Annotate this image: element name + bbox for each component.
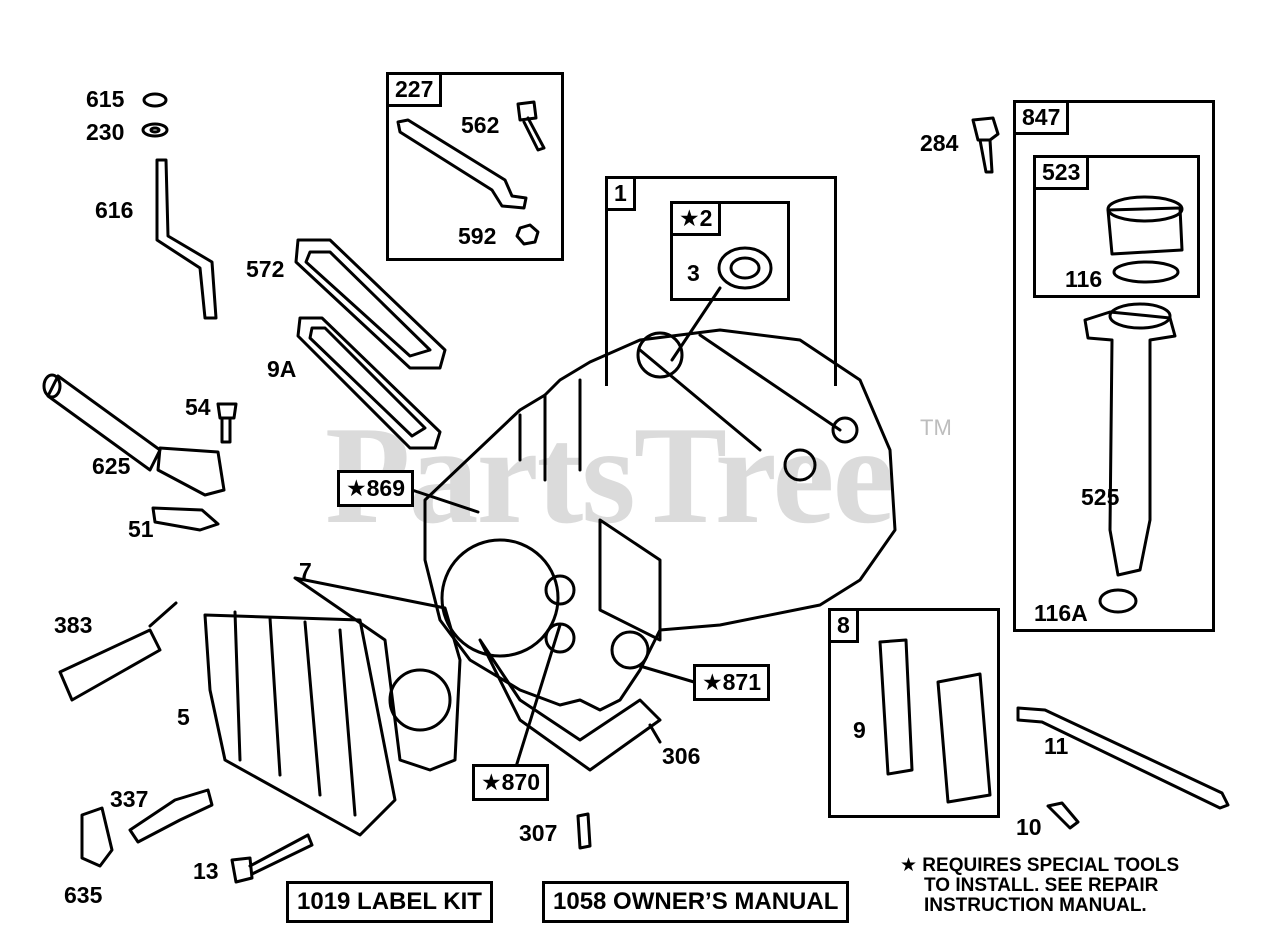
part-3-seal bbox=[717, 246, 773, 290]
part-227-bracket bbox=[396, 118, 528, 210]
part-284-plug bbox=[971, 116, 1000, 174]
part-7-gasket bbox=[293, 576, 462, 772]
part-625-tube bbox=[46, 374, 162, 472]
box-1-frame bbox=[605, 176, 837, 386]
box-2-frame bbox=[670, 201, 790, 301]
part-116-oring bbox=[1112, 260, 1180, 284]
label-616: 616 bbox=[95, 197, 134, 223]
label-5: 5 bbox=[177, 704, 190, 730]
box-227-frame bbox=[386, 72, 564, 261]
box-1-label: 1 bbox=[605, 176, 636, 211]
part-306-plate bbox=[478, 638, 662, 772]
label-337: 337 bbox=[110, 786, 149, 812]
box-847-frame bbox=[1013, 100, 1215, 632]
label-10: 10 bbox=[1016, 814, 1042, 840]
label-592: 592 bbox=[458, 223, 497, 249]
label-525: 525 bbox=[1081, 484, 1120, 510]
label-116: 116 bbox=[1065, 266, 1103, 292]
part-307-screw bbox=[576, 812, 592, 850]
part-615-nut bbox=[142, 92, 168, 108]
label-9A: 9A bbox=[267, 356, 297, 382]
box-8-label: 8 bbox=[828, 608, 859, 643]
label-54: 54 bbox=[185, 394, 211, 420]
part-9-gasket bbox=[878, 638, 914, 776]
part-572-plate bbox=[294, 238, 447, 370]
part-592-nut bbox=[515, 223, 540, 246]
label-562: 562 bbox=[461, 112, 500, 138]
tag-870: ★870 bbox=[472, 764, 549, 801]
label-383: 383 bbox=[54, 612, 93, 638]
label-11: 11 bbox=[1044, 733, 1069, 759]
part-562-screw bbox=[516, 100, 546, 152]
special-tools-note: ★ REQUIRES SPECIAL TOOLS TO INSTALL. SEE… bbox=[900, 856, 1179, 916]
note-line-2: TO INSTALL. SEE REPAIR bbox=[924, 875, 1159, 896]
box-8-frame bbox=[828, 608, 1000, 818]
label-13: 13 bbox=[193, 858, 219, 884]
label-9: 9 bbox=[853, 717, 866, 743]
part-635-boot bbox=[80, 806, 114, 868]
box-847-label: 847 bbox=[1013, 100, 1070, 135]
label-116A: 116A bbox=[1034, 600, 1088, 626]
label-kit-box: 1019 LABEL KIT bbox=[286, 881, 493, 923]
box-523-label: 523 bbox=[1033, 155, 1090, 190]
part-block bbox=[423, 328, 897, 712]
box-2-label: ★2 bbox=[670, 201, 722, 236]
part-383 bbox=[58, 628, 162, 702]
label-572: 572 bbox=[246, 256, 285, 282]
label-51: 51 bbox=[128, 516, 154, 542]
note-line-1: ★ REQUIRES SPECIAL TOOLS bbox=[900, 855, 1180, 876]
label-230: 230 bbox=[86, 119, 125, 145]
part-9A-gasket bbox=[296, 316, 442, 450]
part-230-washer bbox=[141, 122, 169, 138]
label-615: 615 bbox=[86, 86, 125, 112]
part-54-bolt bbox=[216, 402, 238, 444]
part-337-spark-plug bbox=[128, 788, 214, 844]
watermark-tm: TM bbox=[920, 415, 952, 440]
tag-871: ★871 bbox=[693, 664, 770, 701]
part-116A-ring bbox=[1098, 588, 1138, 614]
part-51-gasket bbox=[151, 506, 220, 532]
box-523-frame bbox=[1033, 155, 1200, 298]
box-227-label: 227 bbox=[386, 72, 443, 107]
note-line-3: INSTRUCTION MANUAL. bbox=[924, 895, 1147, 916]
part-10-screw bbox=[1046, 801, 1080, 830]
label-284: 284 bbox=[920, 130, 959, 156]
label-7: 7 bbox=[299, 558, 312, 584]
part-523-cap bbox=[1106, 206, 1184, 256]
part-625-elbow bbox=[156, 446, 226, 497]
part-616-link bbox=[155, 158, 218, 320]
tag-869: ★869 bbox=[337, 470, 414, 507]
part-11-tube bbox=[1016, 706, 1230, 810]
label-307: 307 bbox=[519, 820, 558, 846]
label-3: 3 bbox=[687, 260, 700, 286]
part-525-tube bbox=[1083, 310, 1177, 577]
part-8-breather bbox=[936, 672, 992, 804]
label-306: 306 bbox=[662, 743, 701, 769]
part-13-bolt bbox=[230, 833, 314, 884]
part-5-head bbox=[203, 613, 397, 837]
label-625: 625 bbox=[92, 453, 131, 479]
label-635: 635 bbox=[64, 882, 103, 908]
owners-manual-box: 1058 OWNER’S MANUAL bbox=[542, 881, 850, 923]
